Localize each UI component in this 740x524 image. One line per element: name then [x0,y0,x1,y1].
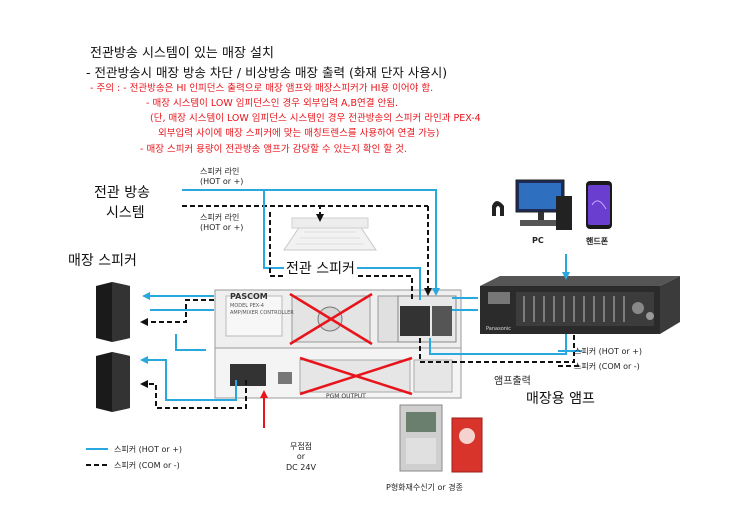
store-speaker-label: 매장 스피커 [68,253,137,269]
note-line-2: - 매장 시스템이 LOW 임피던스인 경우 외부입력 A,B연결 안됨. [146,98,399,109]
legend-left-hot: 스피커 (HOT or +) [114,445,183,454]
fire-panel-label: P형화재수신기 or 경종 [386,483,463,492]
pgm-output-label: PGM OUTPUT [326,393,366,400]
store-amp-label: 매장용 앰프 [526,391,595,407]
amp-output-label: 앰프출력 [494,376,531,387]
pex4-controller [214,289,462,399]
pa-system-label: 전관 방송 [94,185,150,201]
legend-left [86,448,108,466]
legend-left-com: 스피커 (COM or -) [114,461,180,470]
fire-panel-icon [399,404,483,473]
pex4-subtitle: AMP/MIXER CONTROLLER [230,310,294,316]
contact-label-1: 무접점 [289,442,313,451]
speaker-line-hot-2: (HOT or +) [200,223,244,232]
note-line-5: - 매장 스피커 용량이 전관방송 앰프가 감당할 수 있는지 확인 할 것. [140,144,407,155]
speaker-line-hot-1: (HOT or +) [200,177,244,186]
speaker-line-label-2: 스피커 라인 [200,213,240,222]
amp-wiring [419,254,575,363]
diagram-subtitle: - 전관방송시 매장 방송 차단 / 비상방송 매장 출력 (화재 단자 사용시… [86,65,448,80]
note-line-4: 외부입력 사이에 매장 스피커에 맞는 매칭트렌스를 사용하여 연결 가능) [158,128,440,139]
smartphone-icon [586,181,612,229]
pex4-model: MODEL PEX-4 [230,303,264,309]
pa-speaker-label: 전관 스피커 [284,258,357,278]
wall-speaker-icon [96,352,130,412]
pascom-brand: PASCOM [230,292,268,301]
legend-right-hot: 스피커 (HOT or +) [574,347,643,356]
diagram-title: 전관방송 시스템이 있는 매장 설치 [90,46,274,61]
speaker-wiring [148,295,247,409]
note-line-3: (단, 매장 시스템이 LOW 임피던스 시스템인 경우 전관방송의 스피커 라… [150,113,481,124]
note-line-1: - 주의 : - 전관방송은 HI 인피던스 출력으로 매장 앰프와 매장스피커… [90,83,434,94]
pc-icon [492,179,572,230]
arrowheads [140,214,570,398]
contact-label-3: DC 24V [286,463,316,472]
contact-label-2: or [296,452,306,461]
ceiling-speaker-icon [283,217,377,251]
legend-right [558,350,582,367]
pc-label: PC [532,236,544,245]
pa-system-label-2: 시스템 [106,205,145,221]
wall-speaker-icon [96,282,130,342]
phone-label: 핸드폰 [586,237,609,246]
amplifier-icon [480,276,680,334]
disabled-cross [289,292,413,396]
legend-right-com: 스피커 (COM or -) [574,362,640,371]
speaker-line-label-1: 스피커 라인 [200,167,240,176]
amp-brand: Panasonic [486,326,512,332]
